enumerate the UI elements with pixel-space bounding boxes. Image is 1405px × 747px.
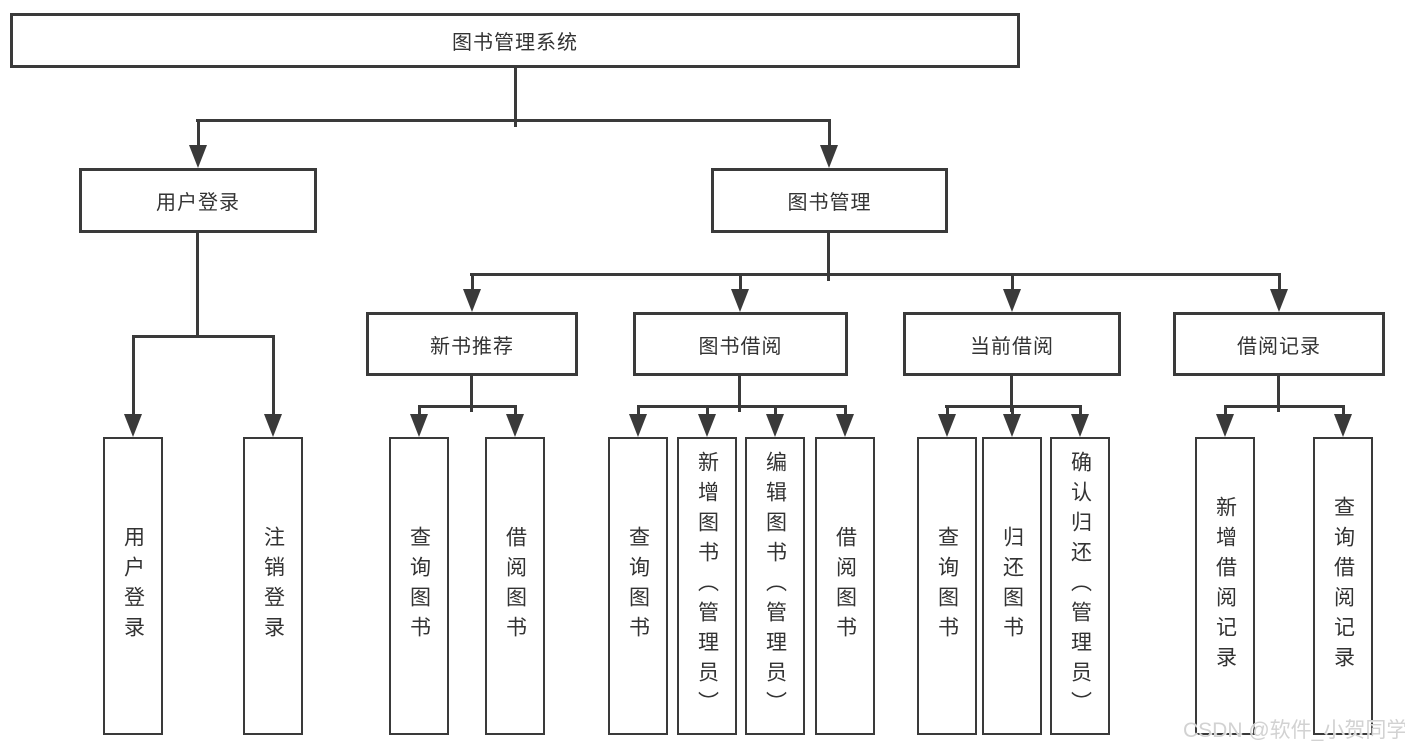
arrow-new-book-leaf-1: [410, 405, 428, 437]
node-new-book: 新书推荐: [366, 312, 578, 376]
node-root-label: 图书管理系统: [452, 32, 578, 54]
arrow-to-book-borrow: [731, 273, 749, 312]
leaf-logout: 注销登录: [243, 437, 303, 735]
connector-borrow-records-stem: [1277, 376, 1280, 412]
leaf-records-add: 新增借阅记录: [1195, 437, 1255, 735]
leaf-borrow-query: 查询图书: [608, 437, 668, 735]
arrow-to-leaf-logout: [264, 335, 282, 437]
arrow-current-borrow-leaf-3: [1071, 405, 1089, 437]
arrow-to-new-book: [463, 273, 481, 312]
connector-book-borrow-stem: [738, 376, 741, 412]
arrow-book-borrow-leaf-1: [629, 405, 647, 437]
leaf-new-book-query: 查询图书: [389, 437, 449, 735]
leaf-new-book-borrow: 借阅图书: [485, 437, 545, 735]
leaf-borrow-borrow-label: 借阅图书: [833, 526, 857, 646]
arrow-book-borrow-leaf-2: [698, 405, 716, 437]
arrow-to-current-borrow: [1003, 273, 1021, 312]
leaf-logout-label: 注销登录: [261, 526, 285, 646]
node-borrow-records: 借阅记录: [1173, 312, 1385, 376]
connector-bus-level1: [196, 119, 830, 122]
leaf-current-confirm-label: 确认归还（管理员）: [1068, 451, 1092, 721]
arrow-to-book-mgmt: [820, 119, 838, 168]
leaf-user-login-label: 用户登录: [121, 526, 145, 646]
leaf-current-return: 归还图书: [982, 437, 1042, 735]
leaf-borrow-add: 新增图书（管理员）: [677, 437, 737, 735]
arrow-borrow-records-leaf-2: [1334, 405, 1352, 437]
arrow-borrow-records-leaf-1: [1216, 405, 1234, 437]
node-current-borrow: 当前借阅: [903, 312, 1121, 376]
node-borrow-records-label: 借阅记录: [1237, 335, 1321, 358]
node-book-mgmt: 图书管理: [711, 168, 948, 233]
leaf-current-query: 查询图书: [917, 437, 977, 735]
leaf-records-query: 查询借阅记录: [1313, 437, 1373, 735]
connector-bus-book-borrow: [637, 405, 847, 408]
node-book-borrow: 图书借阅: [633, 312, 848, 376]
connector-bus-new-book: [418, 405, 517, 408]
arrow-current-borrow-leaf-1: [938, 405, 956, 437]
node-new-book-label: 新书推荐: [430, 335, 514, 358]
leaf-records-add-label: 新增借阅记录: [1213, 496, 1237, 676]
node-root: 图书管理系统: [10, 13, 1020, 68]
node-user-login: 用户登录: [79, 168, 317, 233]
connector-bus-book-mgmt: [470, 273, 1280, 276]
leaf-user-login: 用户登录: [103, 437, 163, 735]
leaf-borrow-borrow: 借阅图书: [815, 437, 875, 735]
connector-user-login-stem: [196, 233, 199, 335]
leaf-records-query-label: 查询借阅记录: [1331, 496, 1355, 676]
node-current-borrow-label: 当前借阅: [970, 335, 1054, 358]
node-book-borrow-label: 图书借阅: [698, 335, 783, 358]
csdn-watermark: CSDN @软件_小贺同学: [1183, 719, 1405, 742]
leaf-borrow-query-label: 查询图书: [626, 526, 650, 646]
arrow-to-user-login: [189, 119, 207, 168]
arrow-current-borrow-leaf-2: [1003, 405, 1021, 437]
connector-new-book-stem: [470, 376, 473, 412]
node-book-mgmt-label: 图书管理: [787, 192, 872, 214]
connector-bus-user-login: [132, 335, 274, 338]
connector-bus-current-borrow: [945, 405, 1082, 408]
leaf-current-return-label: 归还图书: [1000, 526, 1024, 646]
arrow-new-book-leaf-2: [506, 405, 524, 437]
arrow-to-borrow-records: [1270, 273, 1288, 312]
connector-bus-borrow-records: [1224, 405, 1345, 408]
leaf-new-book-query-label: 查询图书: [407, 526, 431, 646]
connector-book-mgmt-stem: [827, 233, 830, 281]
leaf-borrow-edit-label: 编辑图书（管理员）: [763, 451, 787, 721]
leaf-borrow-edit: 编辑图书（管理员）: [745, 437, 805, 735]
leaf-current-confirm: 确认归还（管理员）: [1050, 437, 1110, 735]
leaf-current-query-label: 查询图书: [935, 526, 959, 646]
leaf-new-book-borrow-label: 借阅图书: [503, 526, 527, 646]
arrow-book-borrow-leaf-3: [766, 405, 784, 437]
leaf-borrow-add-label: 新增图书（管理员）: [695, 451, 719, 721]
arrow-book-borrow-leaf-4: [836, 405, 854, 437]
node-user-login-label: 用户登录: [156, 192, 240, 214]
arrow-to-leaf-user-login: [124, 335, 142, 437]
connector-root-stem: [514, 68, 517, 127]
connector-current-borrow-stem: [1010, 376, 1013, 412]
